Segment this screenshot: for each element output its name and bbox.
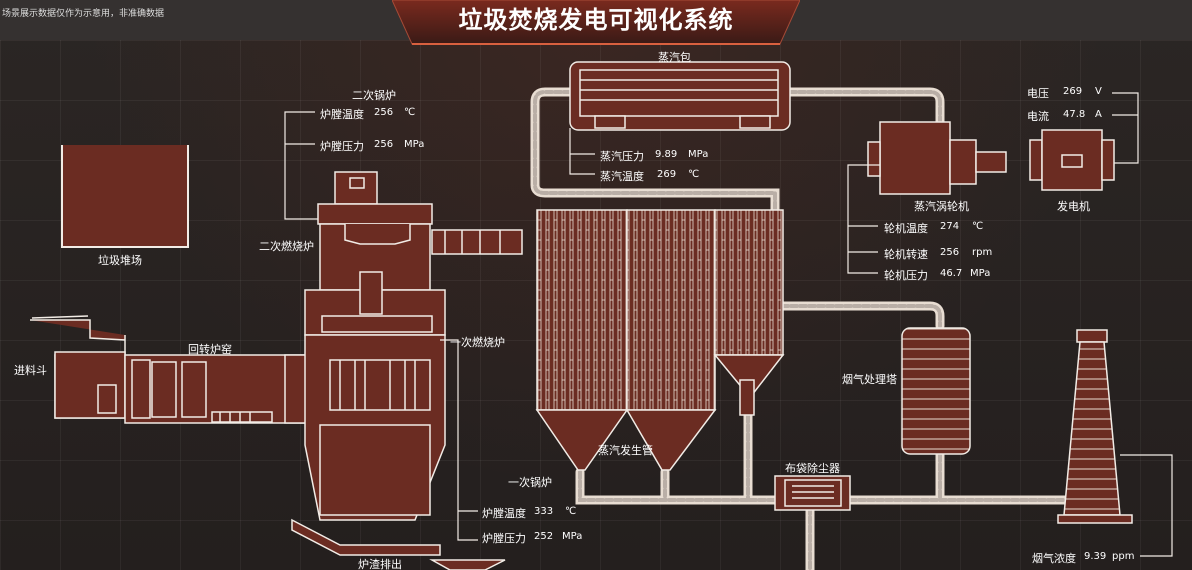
turbine-temp-unit: ℃ bbox=[972, 221, 984, 232]
secondary-boiler-label: 二次锅炉 bbox=[352, 89, 396, 102]
disclaimer-text: 场景展示数据仅作为示意用，非准确数据 bbox=[2, 9, 165, 19]
secondary-furnace-pressure-unit: MPa bbox=[404, 139, 425, 150]
flue-gas-tower[interactable] bbox=[901, 327, 971, 455]
turbine-pressure-label: 轮机压力 bbox=[884, 269, 928, 282]
turbine-speed-value: 256 bbox=[940, 247, 960, 258]
flue-gas-concentration-value: 9.39 bbox=[1084, 551, 1107, 562]
steam-turbine[interactable] bbox=[867, 121, 1007, 195]
steam-pressure-value: 9.89 bbox=[655, 149, 678, 160]
secondary-combustor-label: 二次燃烧炉 bbox=[259, 240, 314, 253]
steam-temp-value: 269 bbox=[657, 169, 677, 180]
title-banner: 垃圾焚烧发电可视化系统 bbox=[392, 0, 800, 46]
current-value: 47.8 bbox=[1063, 109, 1086, 120]
garbage-yard[interactable] bbox=[61, 145, 189, 248]
steam-generator-tubes[interactable] bbox=[535, 209, 785, 471]
flue-gas-concentration-unit: ppm bbox=[1112, 551, 1135, 562]
primary-furnace-pressure-value: 252 bbox=[534, 531, 554, 542]
feed-hopper[interactable] bbox=[30, 315, 126, 419]
steam-drum[interactable] bbox=[569, 61, 791, 131]
secondary-furnace-temp-unit: ℃ bbox=[404, 107, 416, 118]
callout-lines bbox=[284, 92, 1173, 557]
primary-furnace-temp-label: 炉膛温度 bbox=[482, 507, 526, 520]
generator-label: 发电机 bbox=[1057, 200, 1090, 213]
garbage-yard-label: 垃圾堆场 bbox=[98, 254, 142, 267]
current-label: 电流 bbox=[1027, 110, 1049, 123]
turbine-speed-unit: rpm bbox=[972, 247, 993, 258]
voltage-unit: V bbox=[1095, 86, 1102, 97]
steam-gen-tube-label: 蒸汽发生管 bbox=[598, 444, 653, 457]
rotary-kiln-label: 回转炉窑 bbox=[188, 343, 232, 356]
slag-discharge-label: 炉渣排出 bbox=[358, 558, 402, 570]
flue-gas-concentration-label: 烟气浓度 bbox=[1032, 552, 1076, 565]
feed-hopper-label: 进料斗 bbox=[14, 364, 47, 377]
steam-drum-label: 蒸汽包 bbox=[658, 51, 691, 64]
combustor-tower[interactable] bbox=[304, 171, 523, 521]
steam-temp-label: 蒸汽温度 bbox=[600, 170, 644, 183]
bag-filter-label: 布袋除尘器 bbox=[785, 462, 840, 475]
voltage-label: 电压 bbox=[1027, 87, 1049, 100]
current-unit: A bbox=[1095, 109, 1102, 120]
primary-furnace-temp-value: 333 bbox=[534, 506, 554, 517]
turbine-pressure-unit: MPa bbox=[970, 268, 991, 279]
secondary-furnace-temp-value: 256 bbox=[374, 107, 394, 118]
primary-furnace-temp-unit: ℃ bbox=[565, 506, 577, 517]
primary-boiler-label: 一次锅炉 bbox=[508, 476, 552, 489]
slag-conveyor[interactable] bbox=[291, 518, 506, 570]
generator[interactable] bbox=[1029, 129, 1115, 191]
steam-pressure-unit: MPa bbox=[688, 149, 709, 160]
chimney[interactable] bbox=[1057, 329, 1133, 524]
page-title: 垃圾焚烧发电可视化系统 bbox=[458, 6, 734, 34]
secondary-furnace-pressure-label: 炉膛压力 bbox=[320, 140, 364, 153]
primary-furnace-pressure-unit: MPa bbox=[562, 531, 583, 542]
primary-furnace-pressure-label: 炉膛压力 bbox=[482, 532, 526, 545]
turbine-pressure-value: 46.7 bbox=[940, 268, 963, 279]
turbine-temp-label: 轮机温度 bbox=[884, 222, 928, 235]
pipes bbox=[530, 87, 1070, 570]
steam-pressure-label: 蒸汽压力 bbox=[600, 150, 644, 163]
secondary-furnace-pressure-value: 256 bbox=[374, 139, 394, 150]
flue-gas-tower-label: 烟气处理塔 bbox=[842, 373, 897, 386]
bag-filter[interactable] bbox=[774, 475, 851, 511]
steam-turbine-label: 蒸汽涡轮机 bbox=[914, 200, 969, 213]
voltage-value: 269 bbox=[1063, 86, 1083, 97]
turbine-speed-label: 轮机转速 bbox=[884, 248, 928, 261]
title-banner-shape bbox=[392, 0, 800, 45]
steam-temp-unit: ℃ bbox=[688, 169, 700, 180]
primary-combustor-label: 一次燃烧炉 bbox=[450, 336, 505, 349]
turbine-temp-value: 274 bbox=[940, 221, 960, 232]
secondary-furnace-temp-label: 炉膛温度 bbox=[320, 108, 364, 121]
rotary-kiln[interactable] bbox=[124, 354, 308, 424]
